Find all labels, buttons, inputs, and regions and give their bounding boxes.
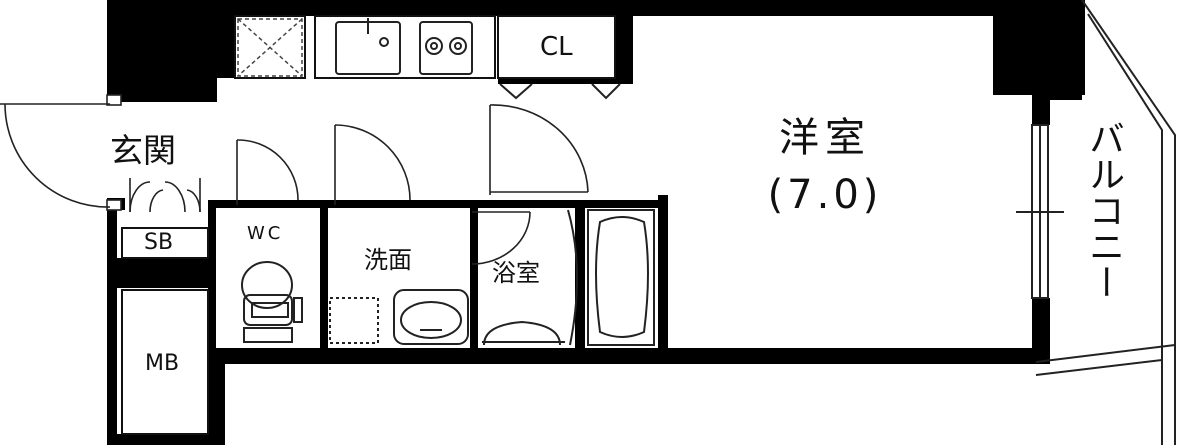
balcony-outline [1016, 0, 1176, 445]
door-swings [0, 94, 589, 265]
fridge-space-icon [237, 18, 303, 77]
toilet-label: WC [247, 223, 284, 244]
kitchen-sink-icon [335, 18, 401, 75]
washroom-label: 洗面 [364, 246, 412, 274]
entrance-label: 玄関 [110, 131, 176, 170]
walls [107, 0, 1085, 445]
closet-label: CL [540, 32, 573, 62]
western-room-size-label: (7.0) [767, 172, 883, 218]
meter-box-label: MB [145, 351, 180, 376]
washbasin-icon [329, 289, 469, 345]
bathtub-icon [567, 209, 655, 346]
toilet-icon [241, 261, 303, 343]
western-room-label: 洋室 [779, 115, 871, 161]
stove-icon [419, 21, 473, 75]
bathroom-label: 浴室 [492, 259, 540, 287]
shoe-box-label: SB [144, 230, 174, 255]
bath-basin-icon [482, 320, 565, 346]
closet-door-icon [499, 83, 621, 100]
balcony-label: バルコニー [1083, 120, 1124, 300]
room-outlines [121, 15, 616, 435]
